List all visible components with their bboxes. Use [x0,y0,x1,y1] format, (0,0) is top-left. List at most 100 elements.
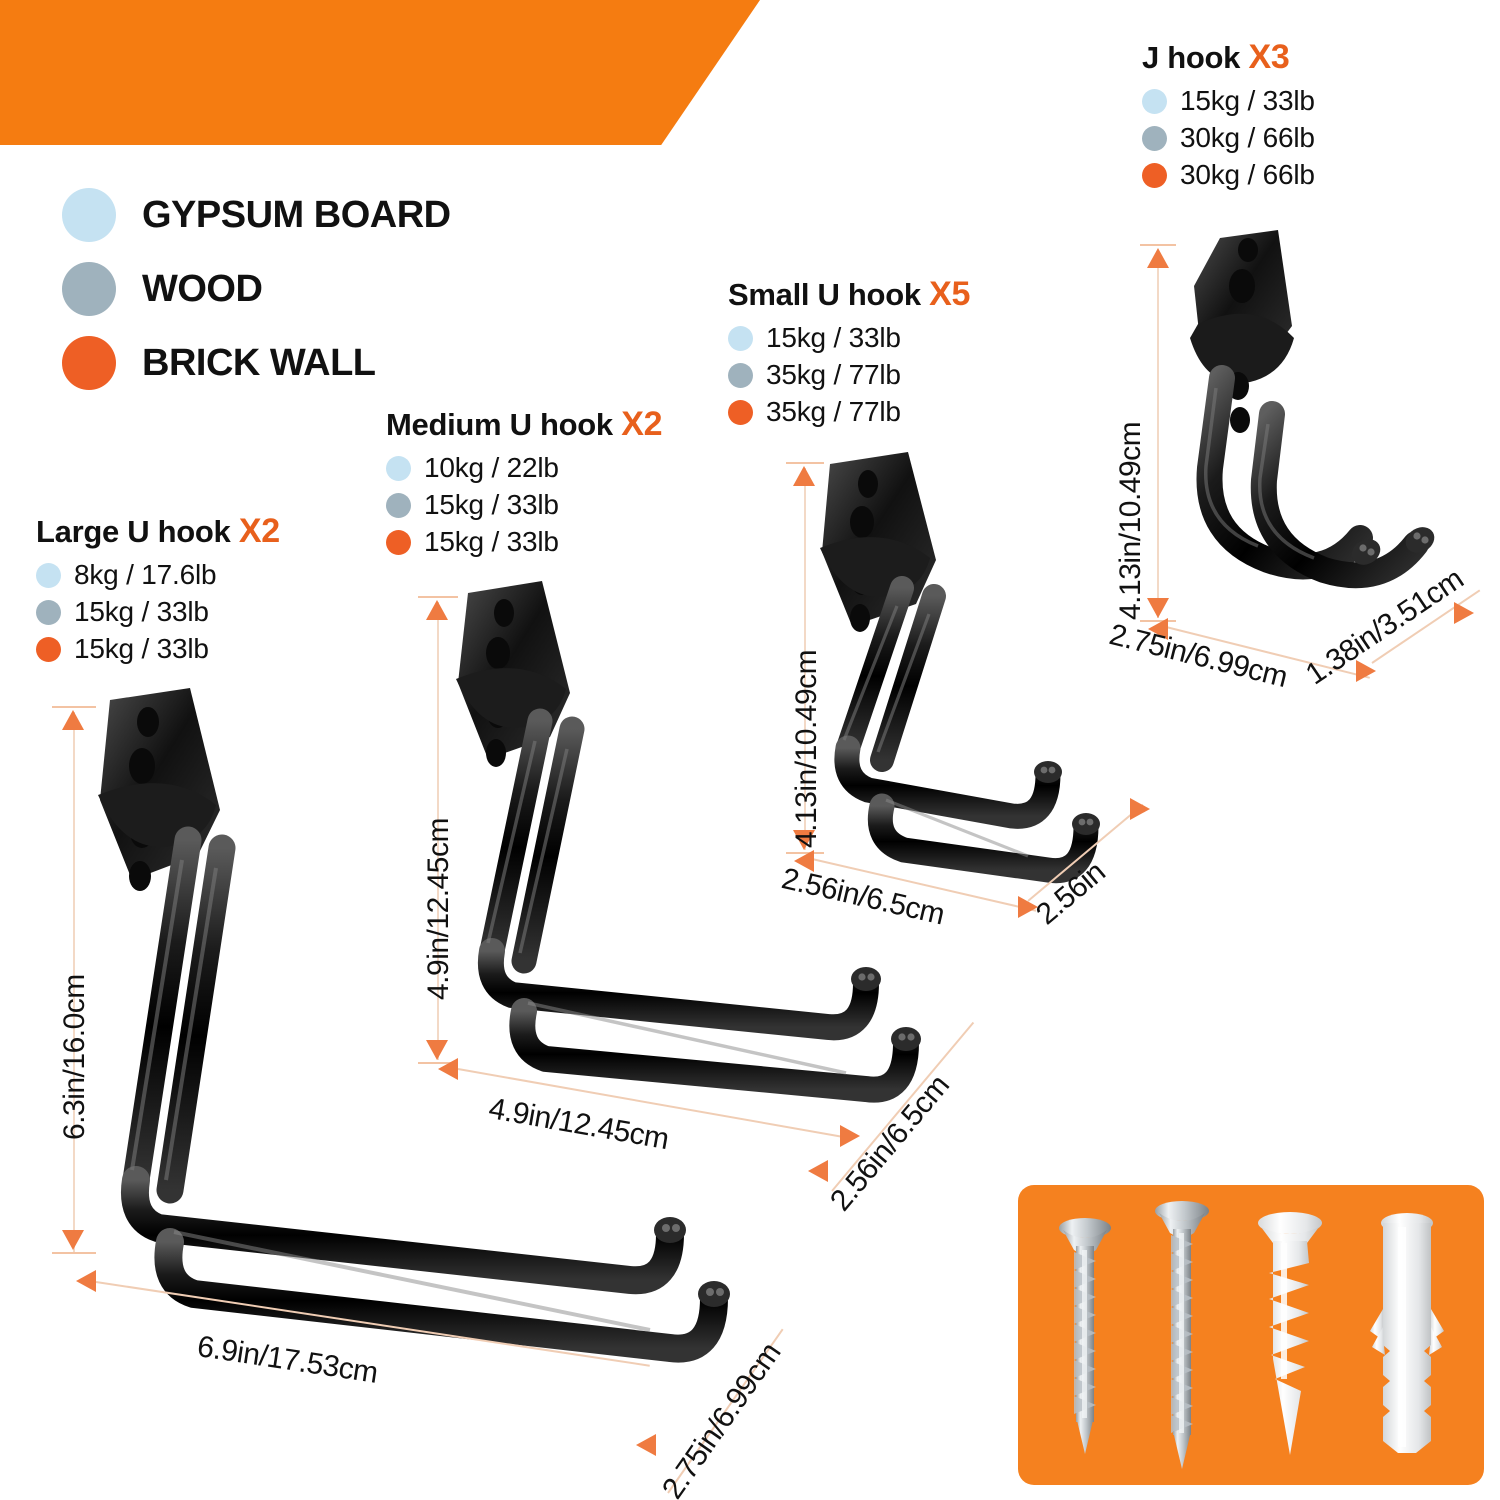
spec-capacity-large-gypsum: 8kg / 17.6lb [74,559,217,590]
spec-qty-medium-u-hook: X2 [621,405,663,443]
mounting-hardware-kit [1018,1185,1484,1485]
dim-label-j-height: 4.13in/10.49cm [1114,421,1147,620]
spec-row-small-gypsum: 15kg / 33lb [728,322,970,354]
dim-guide-j-height [1157,250,1159,618]
wood-screw-short-icon [1058,1218,1111,1454]
spec-qty-small-u-hook: X5 [929,275,971,313]
legend-item-brick-wall: BRICK WALL [62,326,451,400]
spec-capacity-j-hook-gypsum: 15kg / 33lb [1180,85,1315,116]
spec-row-large-wood: 15kg / 33lb [36,596,280,628]
legend-item-wood: WOOD [62,252,451,326]
spec-title-text-small-u-hook: Small U hook [728,277,921,312]
dim-label-medium-height: 4.9in/12.45cm [422,818,455,1000]
dim-arrow-small-length-left [794,850,814,872]
spec-title-large-u-hook: Large U hook X2 [36,512,280,551]
spec-row-j-hook-brick: 30kg / 66lb [1142,159,1315,191]
dim-arrow-small-height-down [793,830,815,850]
spec-dot-wood-icon [36,599,61,625]
dim-label-small-height: 4.13in/10.49cm [790,649,823,848]
spec-capacity-medium-wood: 15kg / 33lb [424,489,559,520]
dim-arrow-large-depth [636,1434,656,1456]
dim-arrow-large-length-left [76,1270,96,1292]
spec-dot-brick-icon [386,529,411,555]
dim-arrow-j-height-down [1147,598,1169,618]
spec-title-small-u-hook: Small U hook X5 [728,275,970,314]
spec-capacity-medium-gypsum: 10kg / 22lb [424,452,559,483]
dim-arrow-j-height-up [1147,248,1169,268]
spec-title-text-j-hook: J hook [1142,40,1241,75]
dim-tick-medium-height-top [418,596,458,598]
dim-arrow-j-length-right [1356,660,1376,682]
spec-dot-gypsum-icon [728,325,753,351]
spec-block-small-u-hook: Small U hook X5 15kg / 33lb 35kg / 77lb … [728,275,970,433]
spec-capacity-small-gypsum: 15kg / 33lb [766,322,901,353]
spec-block-large-u-hook: Large U hook X2 8kg / 17.6lb 15kg / 33lb… [36,512,280,670]
dim-guide-small-height [804,468,806,850]
spec-block-medium-u-hook: Medium U hook X2 10kg / 22lb 15kg / 33lb… [386,405,663,563]
product-image-large-u-hook [70,680,810,1440]
dim-arrow-small-depth [1130,798,1150,820]
spec-qty-large-u-hook: X2 [238,512,280,550]
dim-guide-large-height [73,712,75,1252]
spec-dot-brick-icon [1142,162,1167,188]
spec-row-medium-gypsum: 10kg / 22lb [386,452,662,484]
drywall-anchor-threaded-icon [1257,1212,1322,1455]
dim-tick-large-height-top [52,706,96,708]
spec-capacity-j-hook-wood: 30kg / 66lb [1180,122,1315,153]
dim-arrow-large-height-down [62,1230,84,1250]
dim-arrow-j-length-left [1148,618,1168,640]
dim-arrow-medium-length-left [438,1058,458,1080]
dim-arrow-medium-length-right [840,1125,860,1147]
legend-item-gypsum-board: GYPSUM BOARD [62,178,451,252]
legend-dot-brick-icon [62,336,116,390]
spec-title-text-medium-u-hook: Medium U hook [386,407,613,442]
spec-row-medium-wood: 15kg / 33lb [386,489,662,521]
legend-label-wood: WOOD [142,267,263,310]
spec-dot-brick-icon [728,399,753,425]
header-banner [0,0,760,145]
spec-capacity-j-hook-brick: 30kg / 66lb [1180,159,1315,190]
dim-label-large-height: 6.3in/16.0cm [58,974,91,1140]
dim-arrow-j-depth [1454,602,1474,624]
dim-arrow-large-height-up [62,710,84,730]
product-image-j-hook [1160,228,1480,628]
legend-dot-wood-icon [62,262,116,316]
spec-row-j-hook-wood: 30kg / 66lb [1142,122,1315,154]
legend-label-brick: BRICK WALL [142,341,376,384]
spec-capacity-small-brick: 35kg / 77lb [766,396,901,427]
spec-capacity-small-wood: 35kg / 77lb [766,359,901,390]
dim-tick-large-height-bottom [52,1252,96,1254]
spec-dot-gypsum-icon [36,562,61,588]
dim-tick-small-height-top [786,462,824,464]
wood-screw-long-icon [1155,1201,1210,1469]
spec-row-j-hook-gypsum: 15kg / 33lb [1142,85,1315,117]
product-image-small-u-hook [800,448,1200,888]
spec-dot-wood-icon [386,492,411,518]
spec-row-medium-brick: 15kg / 33lb [386,526,662,558]
dim-arrow-small-height-up [793,466,815,486]
spec-capacity-large-wood: 15kg / 33lb [74,596,209,627]
spec-capacity-large-brick: 15kg / 33lb [74,633,209,664]
spec-row-small-wood: 35kg / 77lb [728,359,970,391]
product-image-medium-u-hook [430,575,990,1165]
spec-dot-gypsum-icon [1142,88,1167,114]
spec-title-text-large-u-hook: Large U hook [36,514,231,549]
spec-block-j-hook: J hook X3 15kg / 33lb 30kg / 66lb 30kg /… [1142,38,1315,196]
spec-row-small-brick: 35kg / 77lb [728,396,970,428]
dim-arrow-medium-height-down [426,1040,448,1060]
wall-type-legend: GYPSUM BOARD WOOD BRICK WALL [62,178,451,400]
dim-arrow-medium-depth [808,1160,828,1182]
dim-tick-j-height-top [1140,244,1176,246]
dim-arrow-small-length-right [1018,896,1038,918]
spec-dot-wood-icon [1142,125,1167,151]
spec-dot-gypsum-icon [386,455,411,481]
spec-row-large-gypsum: 8kg / 17.6lb [36,559,280,591]
dim-arrow-medium-height-up [426,600,448,620]
legend-label-gypsum: GYPSUM BOARD [142,193,451,236]
expansion-wall-plug-icon [1370,1213,1445,1453]
spec-dot-wood-icon [728,362,753,388]
spec-capacity-medium-brick: 15kg / 33lb [424,526,559,557]
legend-dot-gypsum-icon [62,188,116,242]
spec-qty-j-hook: X3 [1248,38,1290,76]
